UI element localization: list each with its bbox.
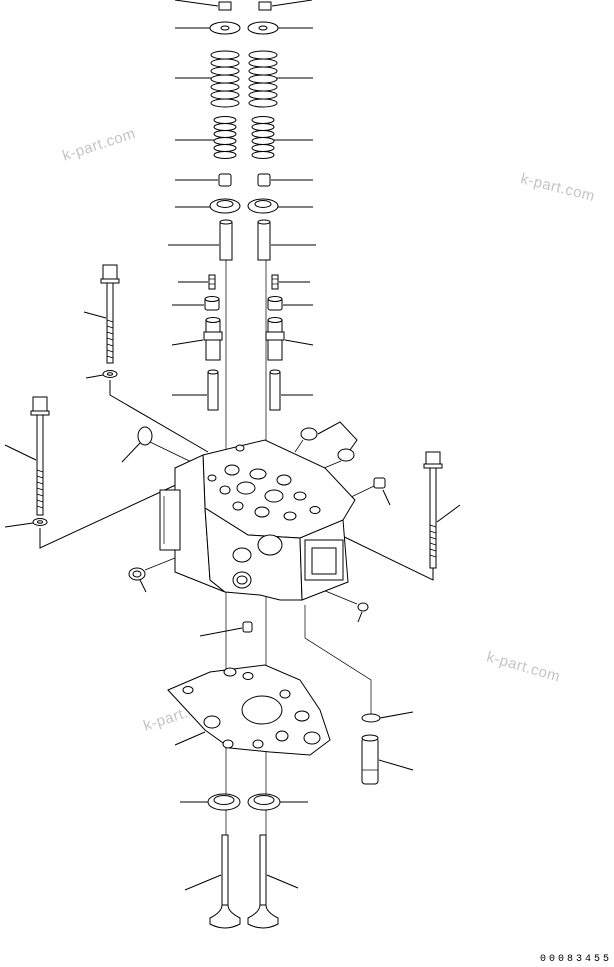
tube-right — [269, 369, 313, 411]
pin-left — [178, 274, 216, 290]
dowel-pin — [361, 734, 414, 785]
valve-stem-seal-left — [175, 173, 232, 187]
drawing-number: 00083455 — [539, 954, 612, 965]
spring-seat-left — [175, 198, 241, 214]
dowel-ring — [304, 605, 414, 723]
washer-far-left — [4, 469, 209, 549]
inner-valve-spring-left — [175, 116, 237, 159]
head-bolt-right — [329, 451, 461, 581]
pin-right — [271, 274, 310, 290]
sleeve-left — [171, 317, 223, 361]
valve-seat-insert-left — [180, 793, 241, 811]
valve-stem-seal-right — [257, 173, 313, 187]
outer-valve-spring-left — [175, 50, 240, 108]
valve-keeper-right — [258, 0, 313, 11]
nut-left — [172, 296, 220, 311]
stud-lower — [199, 621, 253, 637]
inner-valve-spring-right — [251, 116, 313, 159]
tube-left — [172, 369, 219, 411]
head-bolt-far-left — [4, 396, 50, 516]
head-gasket — [167, 664, 331, 756]
plug-lower-left — [128, 547, 201, 593]
cylinder-head — [159, 439, 356, 601]
head-bolt-upper-left — [83, 264, 120, 364]
spring-retainer-right — [247, 21, 313, 35]
valve-seat-insert-right — [247, 793, 308, 811]
valve-keeper-left — [174, 0, 232, 11]
spring-retainer-left — [175, 21, 241, 35]
plug-left — [121, 426, 209, 471]
valve-guide-left — [168, 219, 233, 261]
intake-valve — [184, 834, 241, 929]
valve-guide-right — [257, 219, 316, 261]
sleeve-right — [265, 317, 314, 361]
spring-seat-right — [247, 198, 313, 214]
plug-lower-right — [317, 587, 369, 623]
nut-right — [267, 296, 313, 311]
washer-upper-left — [85, 370, 209, 453]
exhaust-valve — [247, 834, 299, 929]
outer-valve-spring-right — [248, 50, 313, 108]
